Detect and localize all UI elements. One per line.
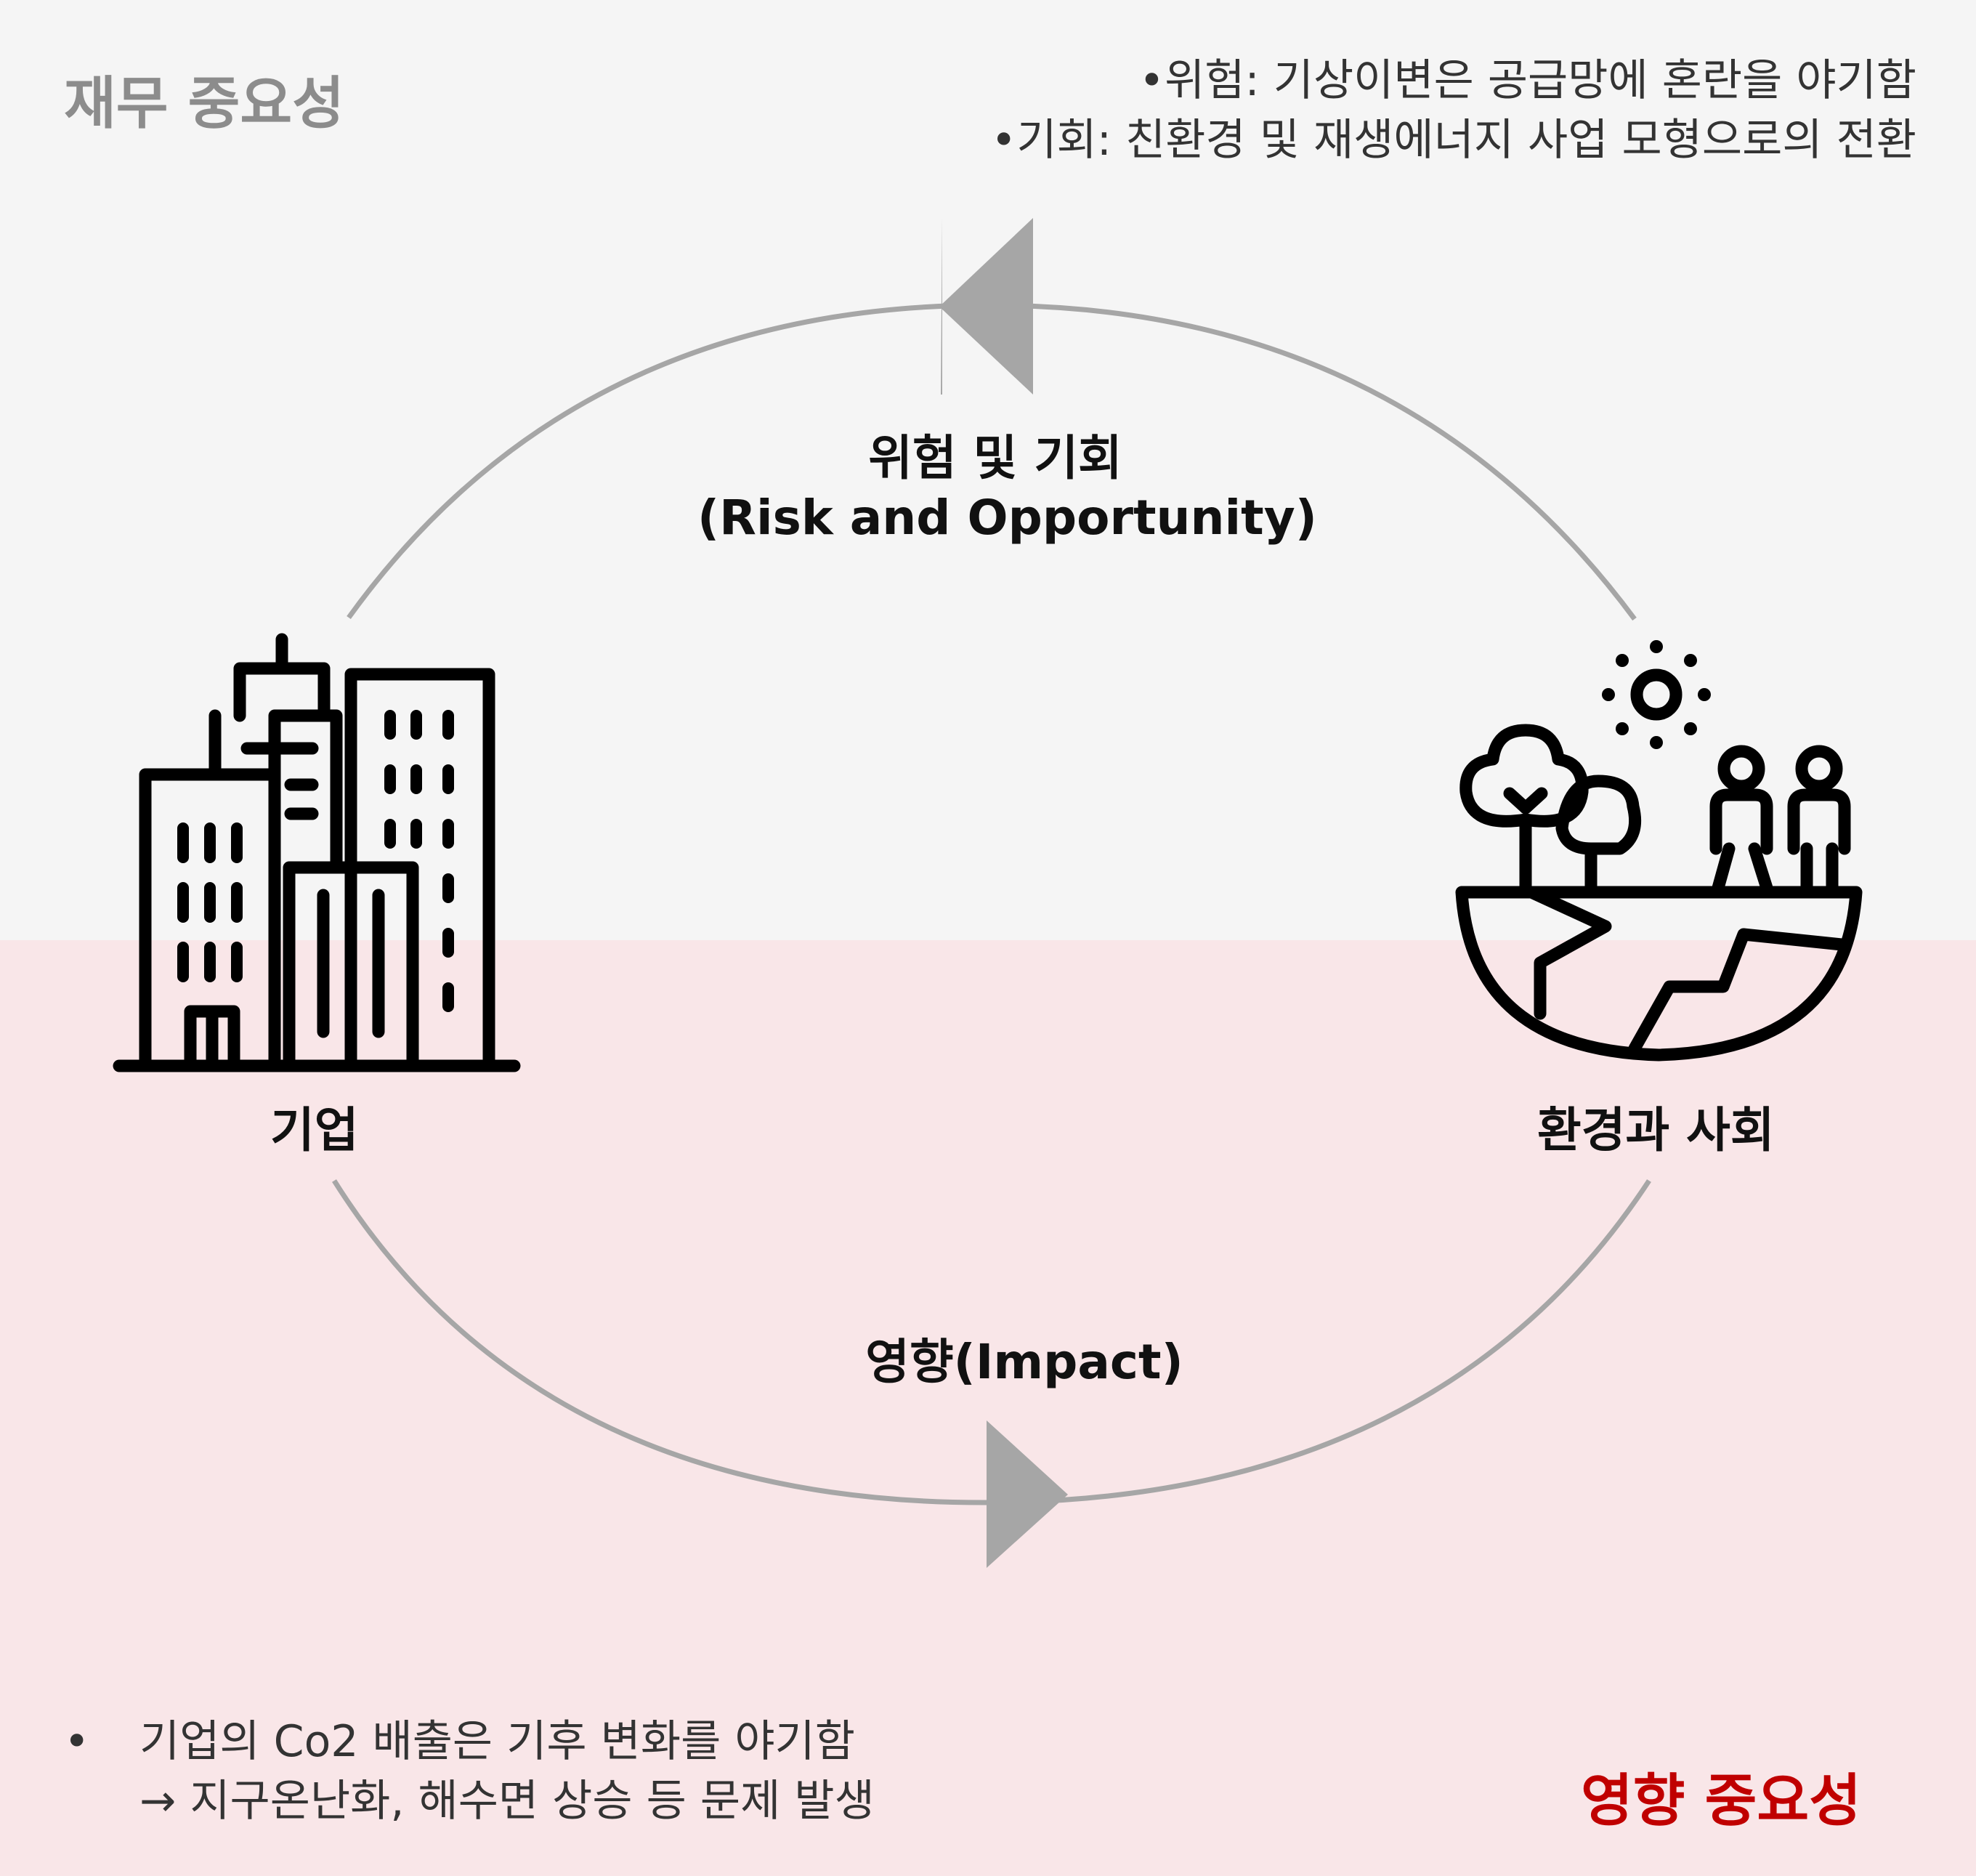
arrowhead-right	[987, 1420, 1068, 1568]
bullet-co2-consequence: → 지구온난화, 해수면 상승 등 문제 발생	[64, 1771, 875, 1831]
company-label: 기업	[270, 1102, 359, 1158]
bullet-risk: • 위험: 기상이변은 공급망에 혼란을 야기함	[947, 51, 1916, 110]
risk-opportunity-label-en: (Risk and Opportunity)	[697, 490, 1317, 546]
impact-label: 영향(Impact)	[865, 1334, 1183, 1390]
bullet-opportunity-text: 기회: 친환경 및 재생에너지 사업 모형으로의 전환	[1016, 115, 1916, 166]
bullet-risk-text: 위험: 기상이변은 공급망에 혼란을 야기함	[1165, 55, 1916, 106]
risk-opportunity-label: 위험 및 기회 (Risk and Opportunity)	[697, 429, 1317, 548]
financial-materiality-title: 재무 중요성	[64, 71, 344, 137]
bullet-co2-text: 기업의 Co2 배출은 기후 변화를 야기함	[139, 1716, 855, 1767]
top-bullet-list: • 위험: 기상이변은 공급망에 혼란을 야기함 • 기회: 친환경 및 재생에…	[947, 51, 1916, 170]
impact-materiality-region	[0, 940, 1976, 1876]
bullet-co2: • 기업의 Co2 배출은 기후 변화를 야기함	[64, 1712, 875, 1771]
financial-materiality-region	[0, 0, 1976, 940]
bullet-marker: •	[1138, 55, 1165, 106]
arrowhead-left-shape	[939, 218, 1033, 395]
bullet-opportunity: • 기회: 친환경 및 재생에너지 사업 모형으로의 전환	[947, 110, 1916, 170]
impact-materiality-title: 영향 중요성	[1581, 1768, 1861, 1834]
buildings-icon	[113, 633, 521, 1072]
bottom-bullet-list: • 기업의 Co2 배출은 기후 변화를 야기함 → 지구온난화, 해수면 상승…	[64, 1712, 875, 1831]
arrowhead-left	[939, 218, 942, 395]
bullet-marker: •	[990, 115, 1017, 166]
earth-people-trees-icon	[1455, 640, 1863, 1062]
bullet-marker: •	[64, 1716, 90, 1767]
env-society-label: 환경과 사회	[1537, 1102, 1775, 1158]
risk-opportunity-label-ko: 위험 및 기회	[868, 430, 1122, 486]
bullet-co2-consequence-text: → 지구온난화, 해수면 상승 등 문제 발생	[139, 1776, 875, 1827]
